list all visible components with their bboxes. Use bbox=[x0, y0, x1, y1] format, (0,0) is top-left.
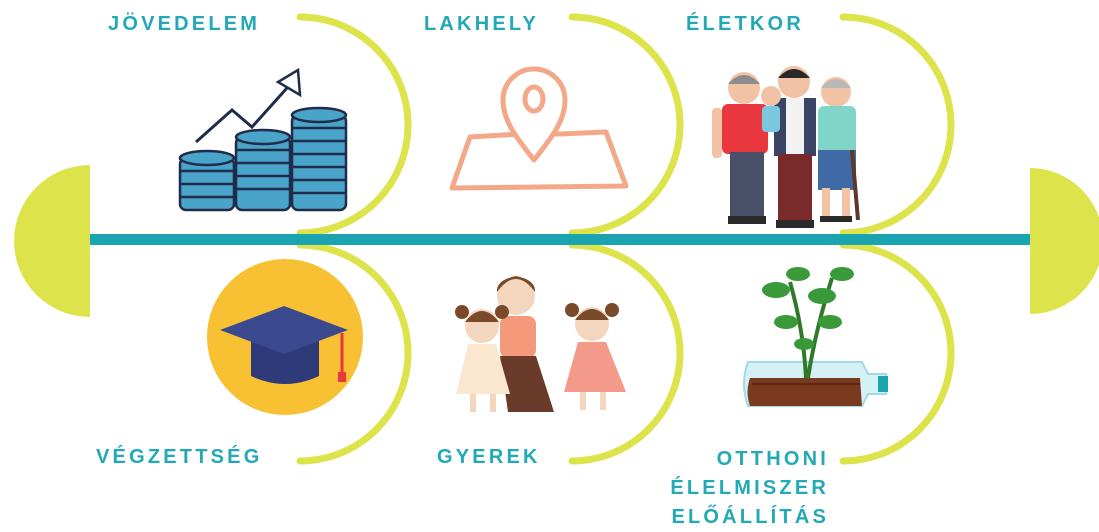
label-food-line1: OTTHONI bbox=[716, 448, 829, 470]
left-cap bbox=[14, 165, 91, 317]
coins-growth-chart-icon bbox=[178, 67, 348, 212]
arc-food bbox=[839, 241, 955, 465]
arc-income bbox=[296, 13, 412, 237]
spine-line bbox=[90, 234, 1030, 245]
label-children: GYEREK bbox=[437, 446, 541, 468]
bottle-garden-icon bbox=[743, 267, 888, 407]
map-pin-icon bbox=[449, 66, 629, 191]
arc-age bbox=[839, 13, 955, 237]
mother-children-icon bbox=[455, 276, 626, 412]
right-cap bbox=[1030, 168, 1099, 314]
arc-children bbox=[568, 241, 684, 465]
label-education: VÉGZETTSÉG bbox=[96, 446, 263, 468]
arc-residence bbox=[568, 13, 684, 237]
arc-education bbox=[296, 241, 412, 465]
label-food: OTTHONI ÉLELMISZER ELŐÁLLÍTÁS bbox=[670, 445, 829, 532]
label-food-line3: ELŐÁLLÍTÁS bbox=[671, 506, 829, 528]
label-income: JÖVEDELEM bbox=[108, 13, 261, 35]
label-age: ÉLETKOR bbox=[686, 13, 804, 35]
label-food-line2: ÉLELMISZER bbox=[670, 477, 829, 499]
family-generations-icon bbox=[712, 66, 860, 228]
label-residence: LAKHELY bbox=[424, 13, 540, 35]
graduation-cap-icon bbox=[207, 259, 363, 415]
